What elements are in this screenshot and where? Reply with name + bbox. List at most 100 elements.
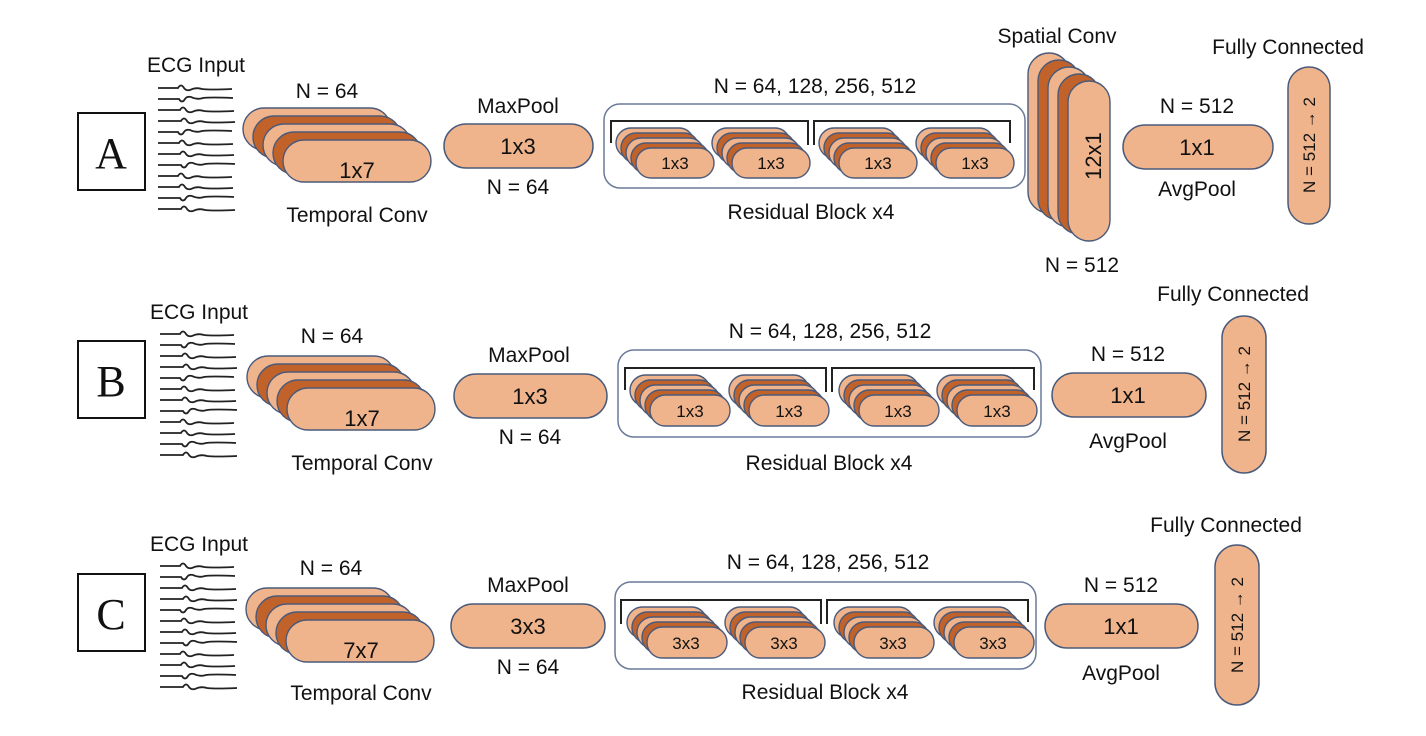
ecg-lead-trace [160, 606, 235, 614]
row-b-residual-kernel-2: 1x3 [775, 402, 802, 421]
row-a-ecg-label: ECG Input [147, 54, 245, 77]
ecg-lead-trace [160, 584, 237, 592]
row-b-maxpool-n: N = 64 [499, 426, 562, 449]
row-a-letter-box [77, 112, 146, 191]
row-a-fc-title: Fully Connected [1212, 36, 1364, 59]
filter-layer [286, 387, 436, 431]
row-b-maxpool-kernel: 1x3 [512, 384, 547, 409]
row-a-residual-conv-4 [915, 127, 1015, 179]
row-b-maxpool-title: MaxPool [488, 344, 570, 367]
row-a-avgpool-n: N = 512 [1160, 95, 1234, 118]
row-a-spatial-conv-n: N = 512 [1045, 254, 1119, 277]
filter-layer [646, 626, 728, 659]
row-b-ecg-signal-icon [160, 330, 238, 459]
row-b-letter-box [77, 340, 146, 419]
row-c-maxpool-n: N = 64 [497, 656, 560, 679]
ecg-lead-trace [160, 628, 237, 636]
row-c-maxpool-block [450, 603, 606, 649]
filter-layer [731, 147, 811, 179]
ecg-lead-trace [160, 374, 235, 382]
ecg-lead-trace [160, 617, 236, 625]
row-b-residual-bracket-1 [624, 367, 827, 392]
ecg-lead-trace [160, 407, 238, 415]
filter-layer [649, 394, 731, 427]
ecg-lead-trace [160, 363, 238, 371]
ecg-lead-trace [158, 95, 234, 103]
row-a-residual-kernel-3: 1x3 [864, 154, 891, 173]
row-c-temporal-conv-label: Temporal Conv [290, 682, 432, 705]
row-b-fc-title: Fully Connected [1157, 283, 1309, 306]
filter-layer [853, 626, 935, 659]
row-a-maxpool-title: MaxPool [477, 95, 559, 118]
row-a-fc-block [1287, 66, 1331, 225]
row-c-residual-kernel-3: 3x3 [879, 634, 906, 653]
row-c-maxpool-kernel: 3x3 [510, 614, 545, 639]
row-c-ecg-label: ECG Input [150, 533, 248, 556]
row-b-avgpool-kernel: 1x1 [1110, 383, 1145, 408]
row-c-residual-conv-1 [626, 606, 728, 659]
row-c-avgpool-block [1044, 603, 1199, 649]
row-b-maxpool-block [453, 373, 608, 419]
row-c-maxpool-title: MaxPool [487, 574, 569, 597]
row-a-residual-label: Residual Block x4 [728, 201, 895, 224]
row-c-letter: C [96, 590, 125, 639]
row-b-temporal-conv-stack [246, 355, 436, 431]
filter-layer [1067, 80, 1111, 242]
ecg-lead-trace [158, 161, 236, 169]
row-c-residual-bracket-1 [620, 599, 822, 624]
ecg-lead-trace [158, 150, 235, 158]
ecg-lead-trace [160, 650, 235, 658]
ecg-lead-trace [158, 205, 236, 213]
ecg-lead-trace [160, 451, 238, 459]
row-a-maxpool-kernel: 1x3 [500, 134, 535, 159]
ecg-lead-trace [158, 183, 234, 191]
row-a-temporal-conv-n: N = 64 [296, 80, 359, 103]
row-a-spatial-conv-stack [1027, 52, 1111, 242]
row-b-temporal-conv-n: N = 64 [301, 325, 364, 348]
row-c-residual-conv-2 [724, 606, 826, 659]
row-c-residual-kernel-1: 3x3 [672, 634, 699, 653]
ecg-lead-trace [160, 418, 235, 426]
row-b-residual-conv-1 [629, 374, 731, 427]
row-a-residual-kernel-2: 1x3 [757, 154, 784, 173]
row-b-residual-bracket-2 [831, 367, 1035, 392]
row-c-letter-box [77, 573, 146, 652]
ecg-lead-trace [160, 440, 237, 448]
filter-layer [953, 626, 1035, 659]
row-c-residual-n: N = 64, 128, 256, 512 [727, 551, 930, 574]
row-a-temporal-conv-label: Temporal Conv [286, 204, 428, 227]
row-b-residual-conv-3 [838, 374, 940, 427]
filter-layer [635, 147, 715, 179]
ecg-lead-trace [158, 106, 235, 114]
ecg-lead-trace [160, 352, 237, 360]
ecg-lead-trace [160, 341, 236, 349]
row-b-residual-kernel-1: 1x3 [676, 402, 703, 421]
row-a-residual-bracket-1 [610, 120, 809, 145]
row-a-temporal-conv-stack [242, 107, 432, 183]
row-c-temporal-conv-stack [245, 587, 435, 663]
ecg-lead-trace [158, 172, 233, 180]
row-a-residual-kernel-1: 1x3 [661, 154, 688, 173]
ecg-lead-trace [160, 385, 236, 393]
row-c-ecg-signal-icon [160, 562, 238, 691]
row-c-fc-block [1214, 544, 1260, 706]
row-b-temporal-conv-kernel: 1x7 [344, 406, 379, 431]
ecg-lead-trace [158, 139, 234, 147]
filter-layer [858, 394, 940, 427]
row-a-temporal-conv-kernel: 1x7 [339, 158, 374, 183]
row-a-residual-n: N = 64, 128, 256, 512 [714, 75, 917, 98]
row-c-residual-conv-4 [933, 606, 1035, 659]
row-b-residual-kernel-4: 1x3 [983, 402, 1010, 421]
row-b-avgpool-n: N = 512 [1091, 343, 1165, 366]
ecg-lead-trace [160, 661, 236, 669]
ecg-lead-trace [160, 683, 238, 691]
filter-layer [935, 147, 1015, 179]
row-b-residual-label: Residual Block x4 [746, 452, 913, 475]
row-a-avgpool-kernel: 1x1 [1179, 135, 1214, 160]
row-a-avgpool-block [1122, 124, 1274, 170]
row-c-temporal-conv-kernel: 7x7 [343, 638, 378, 663]
ecg-lead-trace [160, 639, 238, 647]
filter-layer [838, 147, 918, 179]
